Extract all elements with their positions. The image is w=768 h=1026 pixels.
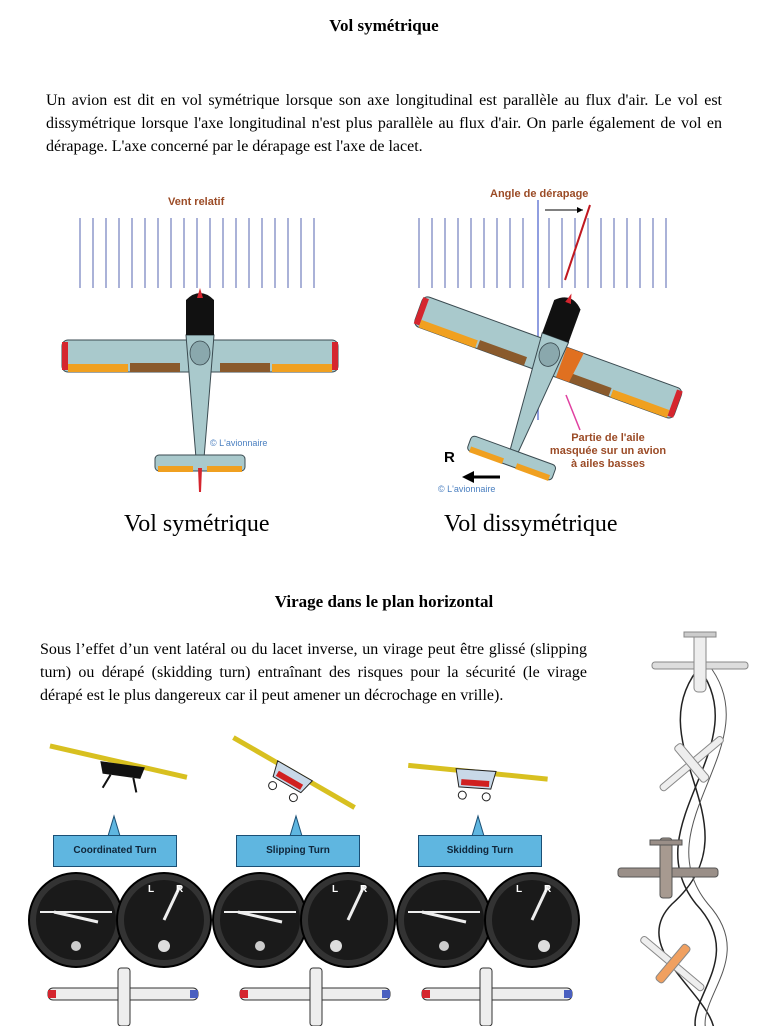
relative-wind-lines-left <box>80 218 314 288</box>
masked-wing-pointer <box>566 395 580 430</box>
aircraft-skidding <box>406 765 548 805</box>
callout-skidding-turn: Skidding Turn <box>418 835 542 867</box>
relative-wind-lines-right <box>419 218 666 288</box>
copyright-right: © L'avionnaire <box>438 484 495 494</box>
topview-plane-3 <box>422 968 572 1026</box>
topview-plane-1 <box>48 968 198 1026</box>
label-angle-derapage: Angle de dérapage <box>490 188 588 200</box>
copyright-left: © L'avionnaire <box>210 438 267 448</box>
label-rudder-r: R <box>444 449 455 466</box>
aircraft-coordinated <box>45 746 188 799</box>
note-masked-wing: Partie de l'aile masquée sur un avion à … <box>538 432 678 471</box>
sideslip-direction-line <box>565 205 590 280</box>
spiral-plane-upper-mid <box>646 720 737 807</box>
callout-coordinated-turn: Coordinated Turn <box>53 835 177 867</box>
spiral-plane-middle <box>618 838 718 898</box>
caption-vol-symetrique: Vol symétrique <box>124 511 270 538</box>
gauge-3-left-mark: L <box>516 884 522 895</box>
topview-plane-2 <box>240 968 390 1026</box>
spiral-plane-lower <box>627 920 718 1007</box>
spiral-illustration <box>612 624 752 1024</box>
note-line-3: à ailes basses <box>538 458 678 471</box>
gauge-2-right-mark: R <box>360 884 367 895</box>
gauge-2-left-mark: L <box>332 884 338 895</box>
figure-sideslip <box>0 0 768 560</box>
gauges-slipping <box>213 873 395 967</box>
label-vent-relatif: Vent relatif <box>168 196 224 208</box>
airplane-symmetric <box>62 288 338 492</box>
spiral-plane-top <box>652 632 748 692</box>
turn-types-illustration <box>20 736 600 1026</box>
note-line-2: masquée sur un avion <box>538 445 678 458</box>
gauges-coordinated <box>29 873 211 967</box>
caption-vol-dissymetrique: Vol dissymétrique <box>444 511 618 538</box>
gauge-1-right-mark: R <box>176 884 183 895</box>
callout-slipping-turn: Slipping Turn <box>236 835 360 867</box>
gauges-skidding <box>397 873 579 967</box>
aircraft-slipping <box>220 736 355 830</box>
virage-paragraph: Sous l’effet d’un vent latéral ou du lac… <box>40 638 587 707</box>
section-title-virage: Virage dans le plan horizontal <box>0 592 768 612</box>
note-line-1: Partie de l'aile <box>538 432 678 445</box>
gauge-1-left-mark: L <box>148 884 154 895</box>
gauge-3-right-mark: R <box>544 884 551 895</box>
